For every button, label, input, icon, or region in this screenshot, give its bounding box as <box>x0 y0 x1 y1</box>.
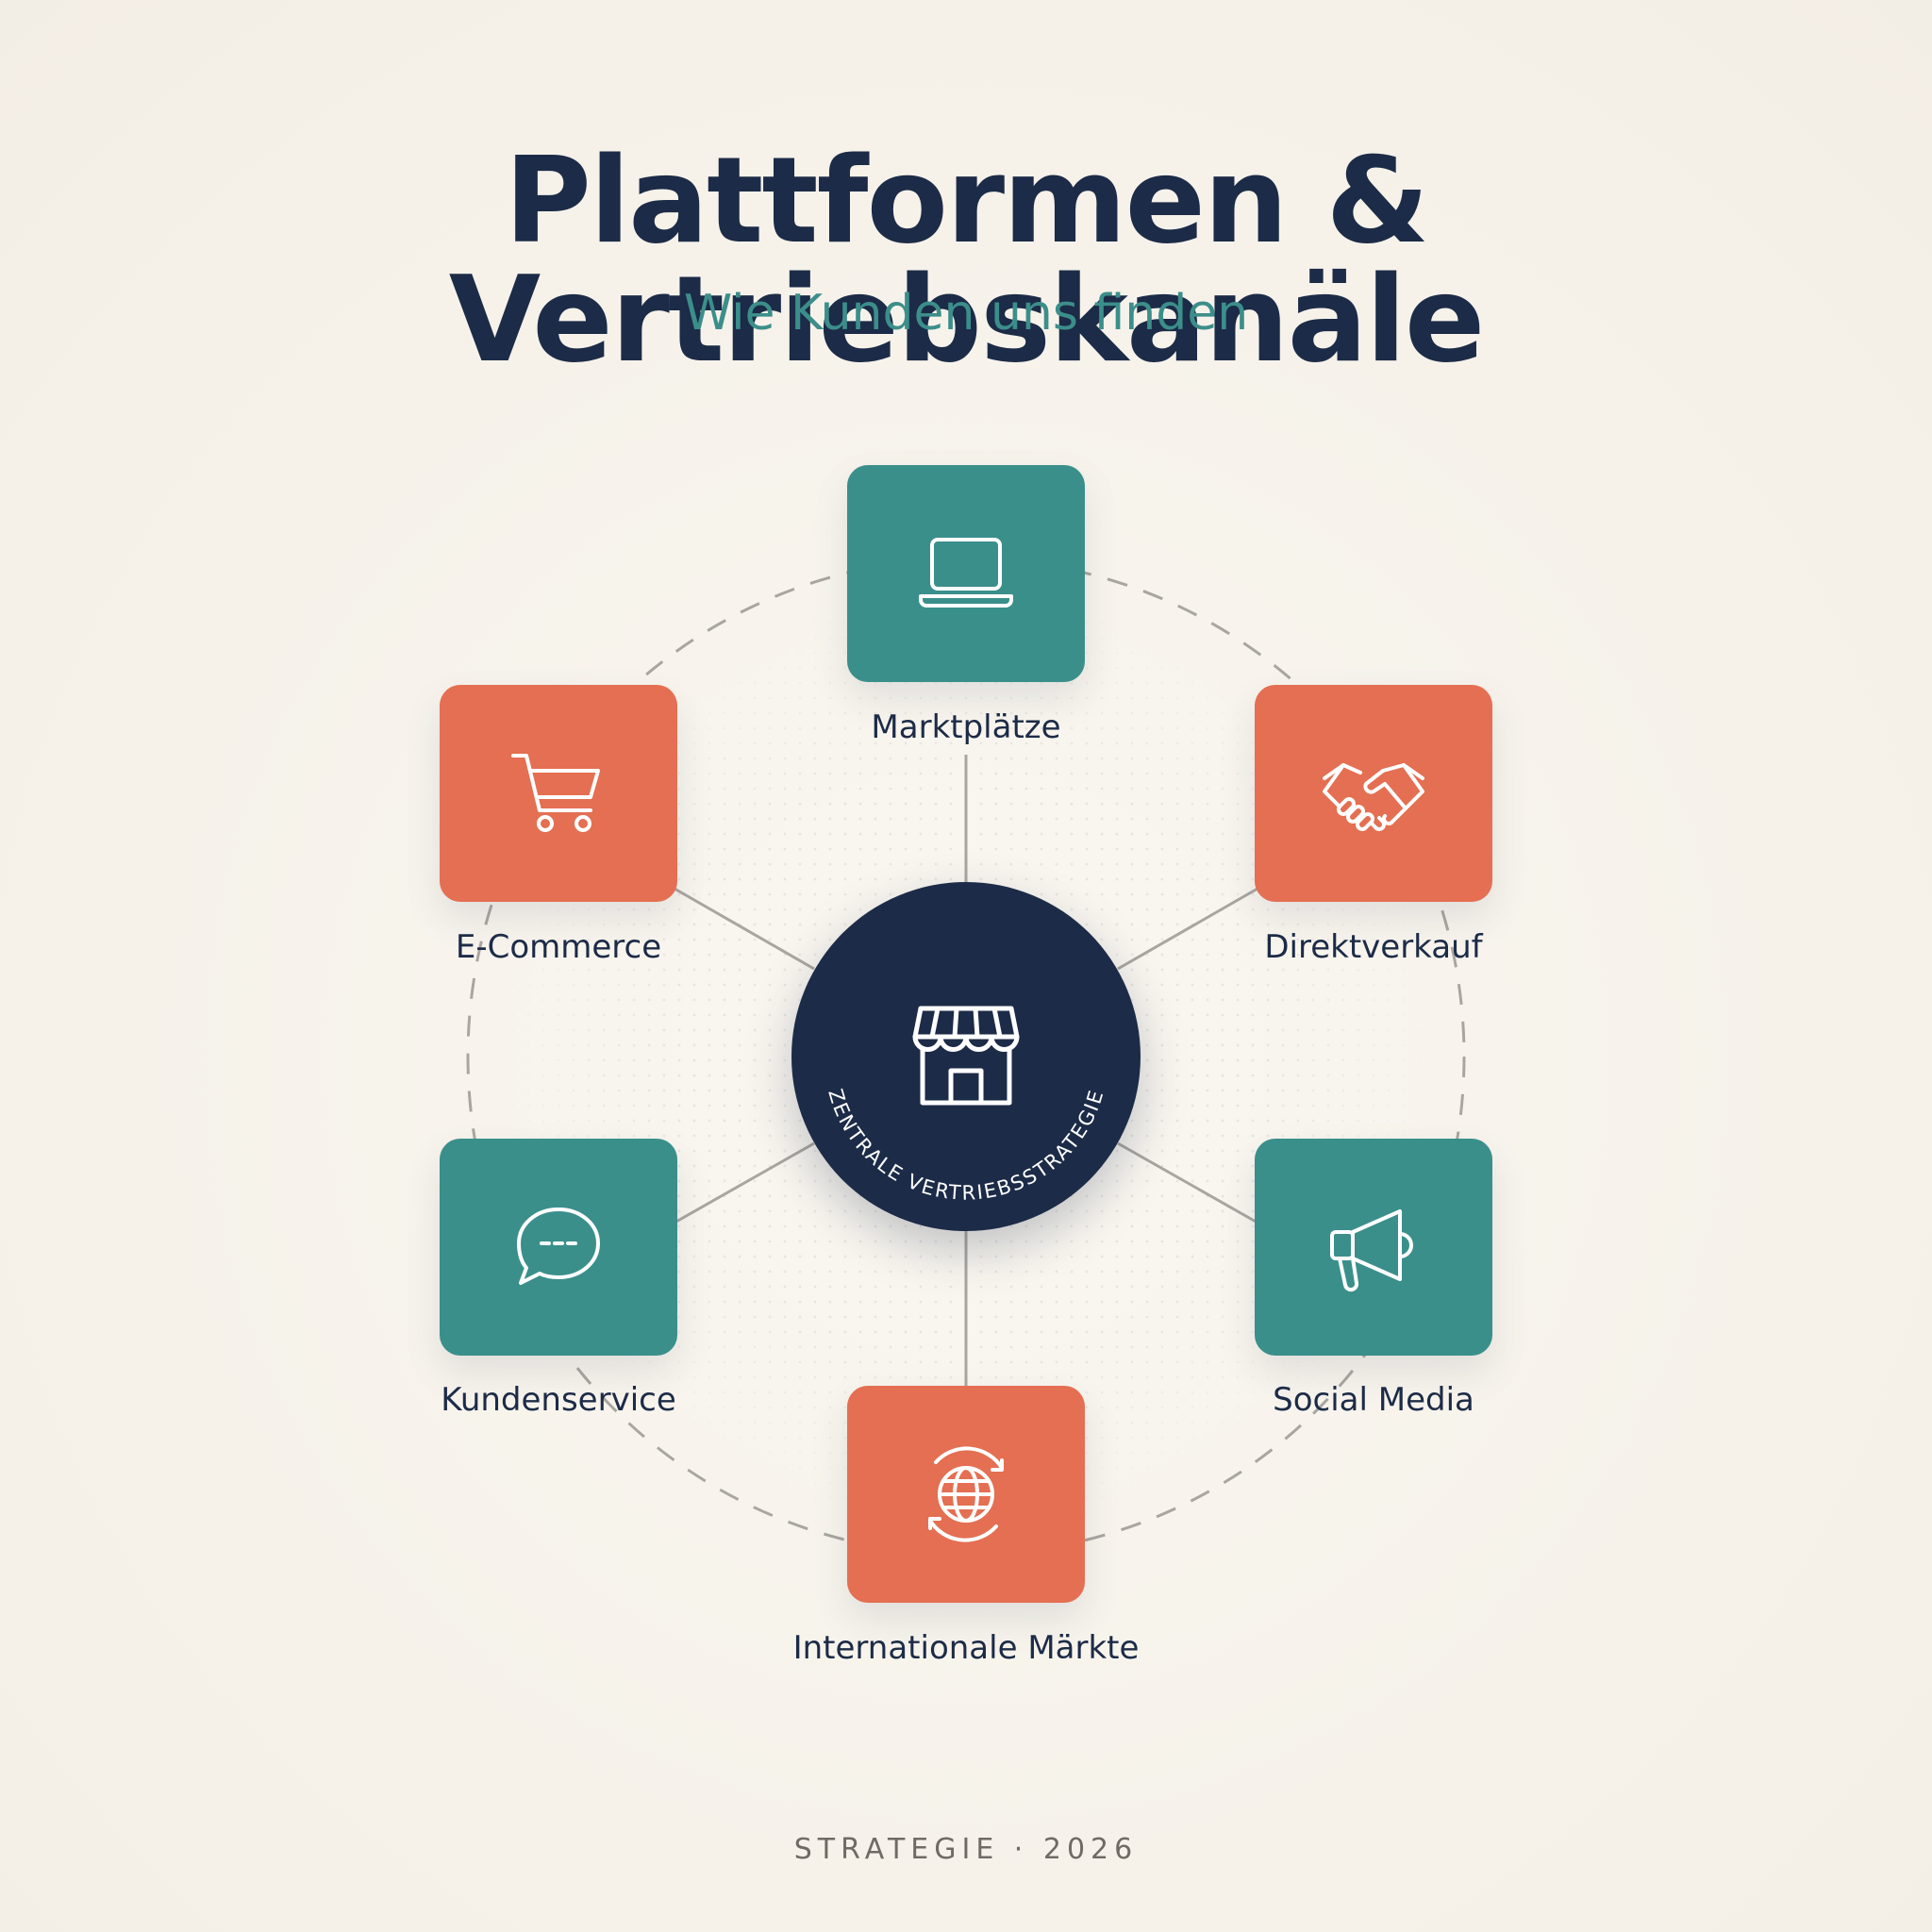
storefront-icon <box>912 1006 1020 1106</box>
channel-node-social-media[interactable] <box>1255 1139 1492 1356</box>
channel-label-marktplaetze: Marktplätze <box>871 708 1061 746</box>
handshake-icon <box>1323 763 1424 831</box>
hub-label: ZENTRALE VERTRIEBSSTRATEGIE <box>824 1087 1107 1205</box>
shopping-cart-icon <box>511 754 600 832</box>
connector-e-commerce <box>667 883 815 971</box>
connector-social-media <box>1117 1141 1265 1228</box>
channel-label-kundenservice: Kundenservice <box>441 1381 676 1419</box>
channel-label-internationale-maerkte: Internationale Märkte <box>792 1629 1140 1667</box>
globe-icon <box>928 1446 1004 1542</box>
chat-bubble-icon <box>517 1208 600 1285</box>
connector-direktverkauf <box>1117 883 1265 971</box>
laptop-icon <box>919 538 1013 608</box>
channel-node-e-commerce[interactable] <box>440 685 677 902</box>
connector-kundenservice <box>667 1141 815 1228</box>
page-subtitle: Wie Kunden uns finden <box>683 285 1249 341</box>
central-hub[interactable] <box>791 882 1141 1231</box>
channel-node-direktverkauf[interactable] <box>1255 685 1492 902</box>
channel-node-marktplaetze[interactable] <box>847 465 1085 682</box>
megaphone-icon <box>1330 1209 1413 1292</box>
svg-text:ZENTRALE VERTRIEBSSTRATEGIE: ZENTRALE VERTRIEBSSTRATEGIE <box>824 1087 1108 1205</box>
channel-label-direktverkauf: Direktverkauf <box>1264 928 1483 966</box>
channel-node-kundenservice[interactable] <box>440 1139 677 1356</box>
channel-node-internationale-maerkte[interactable] <box>847 1386 1085 1603</box>
footer-text: STRATEGIE · 2026 <box>793 1833 1139 1866</box>
channel-label-e-commerce: E-Commerce <box>455 928 662 966</box>
channel-label-social-media: Social Media <box>1273 1381 1474 1419</box>
page-title: Plattformen & Vertriebskanäle <box>448 131 1486 389</box>
